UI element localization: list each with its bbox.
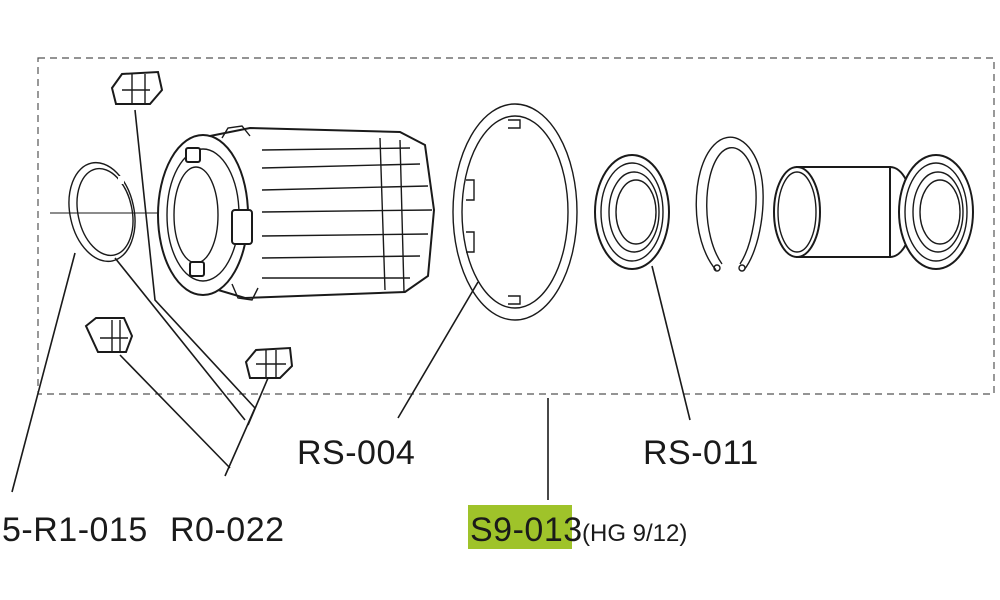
- lockring-part-label: RS-004: [297, 434, 415, 472]
- freehub-body: [157, 125, 436, 301]
- lockring: [452, 103, 578, 321]
- assembly-note-label: (HG 9/12): [582, 520, 687, 547]
- bearing-left: [594, 154, 670, 270]
- assembly-part-highlight: [468, 505, 572, 549]
- ring-part-label: 5-R1-015: [2, 511, 148, 549]
- assembly-boundary: [37, 57, 995, 395]
- pawl-lower-right: [244, 346, 294, 379]
- pawl-lower-left: [84, 317, 134, 353]
- snap-ring: [68, 161, 136, 263]
- leader-ring: [11, 252, 76, 493]
- circlip: [695, 136, 764, 272]
- spacer-tube: [773, 166, 914, 258]
- bearing-part-label: RS-011: [643, 434, 759, 472]
- leader-pawl-right: [247, 377, 269, 426]
- leader-pawl-top: [134, 109, 256, 477]
- bearing-right: [898, 154, 974, 270]
- assembly-part-label: S9-013: [470, 511, 583, 549]
- pawl-part-label: R0-022: [170, 511, 285, 549]
- leader-lines: [11, 109, 691, 500]
- pawl-top: [110, 70, 164, 105]
- leader-pawl-left: [119, 354, 231, 469]
- leader-lockring: [397, 281, 479, 419]
- leader-snap-ring: [114, 257, 246, 421]
- leader-bearing: [651, 265, 691, 421]
